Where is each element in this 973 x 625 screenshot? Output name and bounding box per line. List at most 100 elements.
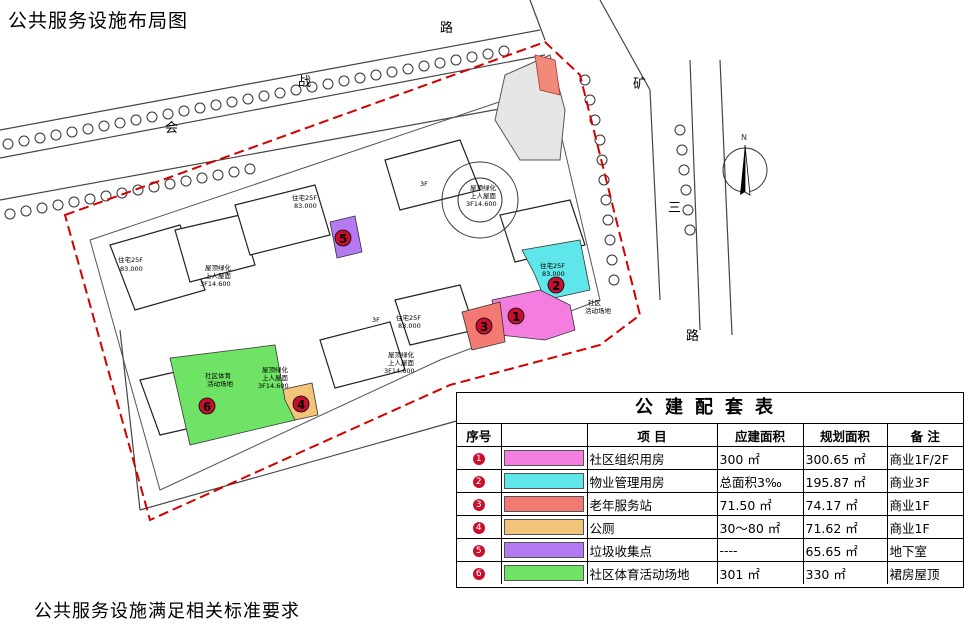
north-label: N	[741, 133, 747, 142]
building-label: 3F	[372, 316, 380, 324]
planned-area: 74.17 ㎡	[802, 492, 888, 516]
required-area: 301 ㎡	[716, 561, 804, 584]
area-2-property	[521, 239, 591, 301]
col-header-planned: 规划面积	[802, 424, 888, 447]
building-label: 住宅25F	[540, 261, 565, 270]
planned-area: 330 ㎡	[802, 561, 888, 584]
color-swatch	[504, 496, 584, 512]
row-number-badge: 4	[472, 522, 485, 534]
marker-3: 3	[480, 320, 488, 334]
red-paving	[534, 54, 561, 96]
building-label: 83.000	[542, 270, 565, 278]
site-boundary	[63, 40, 642, 522]
building-label: 83.000	[120, 265, 143, 273]
building-label: 住宅25F	[396, 313, 421, 322]
building-label: 3F14.600	[466, 200, 497, 208]
building-label: 83.000	[398, 322, 421, 330]
row-number-badge: 6	[472, 568, 485, 580]
row-number-badge: 3	[472, 499, 485, 511]
required-area: 总面积3‰	[716, 469, 804, 493]
building-label: 上人屋面	[470, 191, 497, 200]
planned-area: 300.65 ㎡	[802, 446, 888, 470]
building-label: 活动场地	[585, 306, 612, 315]
table-row: 6 社区体育活动场地 301 ㎡ 330 ㎡ 裙房屋顶	[457, 561, 963, 584]
building-label: 屋顶绿化	[262, 365, 289, 374]
building-label: 83.000	[294, 202, 317, 210]
color-swatch	[504, 473, 584, 489]
building-label: 上人屋面	[205, 271, 232, 280]
road-char-kuang: 矿	[633, 77, 646, 92]
note: 商业3F	[886, 469, 963, 493]
marker-6: 6	[203, 400, 211, 414]
color-swatch	[504, 542, 584, 558]
road-char-zhan: 战	[298, 75, 311, 90]
planned-area: 71.62 ㎡	[802, 515, 888, 539]
building-label: 住宅25F	[118, 255, 143, 264]
table-row: 2 物业管理用房 总面积3‰ 195.87 ㎡ 商业3F	[457, 469, 963, 493]
facility-markers: 1 2 3 4 5 6	[198, 229, 565, 415]
planned-area: 195.87 ㎡	[802, 469, 888, 493]
marker-1: 1	[512, 310, 520, 324]
footer-note: 公共服务设施满足相关标准要求	[34, 601, 300, 622]
building-label: 社区	[588, 298, 602, 307]
col-header-required: 应建面积	[716, 424, 804, 447]
required-area: ----	[716, 538, 804, 562]
building-label: 上人屋面	[388, 358, 415, 367]
required-area: 71.50 ㎡	[716, 492, 804, 516]
building-label: 3F14.600	[258, 382, 289, 390]
col-header-num: 序号	[457, 424, 502, 447]
col-header-note: 备 注	[886, 424, 963, 447]
building-label: 屋顶绿化	[470, 183, 497, 192]
planned-area: 65.65 ㎡	[802, 538, 888, 562]
area-6-sports	[169, 344, 296, 446]
color-swatch	[504, 450, 584, 466]
road-char-lu2: 路	[686, 328, 699, 344]
building-label: 住宅25F	[292, 193, 317, 202]
note: 地下室	[886, 538, 963, 562]
color-swatch	[504, 519, 584, 535]
central-plaza	[441, 161, 519, 239]
building-label: 屋顶绿化	[205, 263, 232, 272]
building-label: 3F14.600	[384, 367, 415, 375]
building-label: 社区体育	[205, 371, 232, 380]
required-area: 300 ㎡	[716, 446, 804, 470]
table-header-row: 序号 项 目 应建面积 规划面积 备 注	[457, 424, 963, 447]
table-row: 4 公厕 30～80 ㎡ 71.62 ㎡ 商业1F	[457, 515, 963, 539]
item-name: 公厕	[586, 515, 718, 539]
north-arrow: N	[722, 133, 768, 196]
col-header-color	[500, 424, 588, 447]
item-name: 物业管理用房	[586, 469, 718, 493]
page-title: 公共服务设施布局图	[8, 10, 189, 32]
row-number-badge: 2	[472, 476, 485, 488]
building-labels: 住宅25F 83.000 屋顶绿化 上人屋面 3F14.600 住宅25F 83…	[118, 180, 612, 390]
building-label: 上人屋面	[262, 373, 289, 382]
road-lines	[0, 0, 733, 511]
facility-table-grid: 序号 项 目 应建面积 规划面积 备 注 1 社区组织用房 300 ㎡ 300.…	[457, 424, 963, 584]
area-1-community	[491, 289, 576, 341]
note: 裙房屋顶	[886, 561, 963, 584]
color-swatch	[504, 565, 584, 581]
road-char-san: 三	[668, 201, 681, 216]
road-char-hui: 会	[165, 121, 178, 136]
item-name: 老年服务站	[586, 492, 718, 516]
table-row: 3 老年服务站 71.50 ㎡ 74.17 ㎡ 商业1F	[457, 492, 963, 516]
building-label: 3F14.600	[200, 280, 231, 288]
marker-2: 2	[552, 279, 560, 293]
facility-table: 公建配套表 序号 项 目 应建面积 规划面积 备 注 1 社区组织用房 300 …	[456, 392, 964, 588]
required-area: 30～80 ㎡	[716, 515, 804, 539]
marker-4: 4	[297, 398, 305, 412]
item-name: 社区体育活动场地	[586, 561, 718, 584]
building-label: 3F	[420, 180, 428, 188]
street-trees	[2, 45, 696, 286]
note: 商业1F/2F	[886, 446, 963, 470]
table-row: 1 社区组织用房 300 ㎡ 300.65 ㎡ 商业1F/2F	[457, 446, 963, 470]
table-row: 5 垃圾收集点 ---- 65.65 ㎡ 地下室	[457, 538, 963, 562]
item-name: 垃圾收集点	[586, 538, 718, 562]
note: 商业1F	[886, 492, 963, 516]
note: 商业1F	[886, 515, 963, 539]
col-header-item: 项 目	[586, 424, 718, 447]
table-title: 公建配套表	[457, 393, 963, 424]
building-label: 活动场地	[207, 379, 234, 388]
row-number-badge: 5	[472, 545, 485, 557]
marker-5: 5	[339, 232, 347, 246]
